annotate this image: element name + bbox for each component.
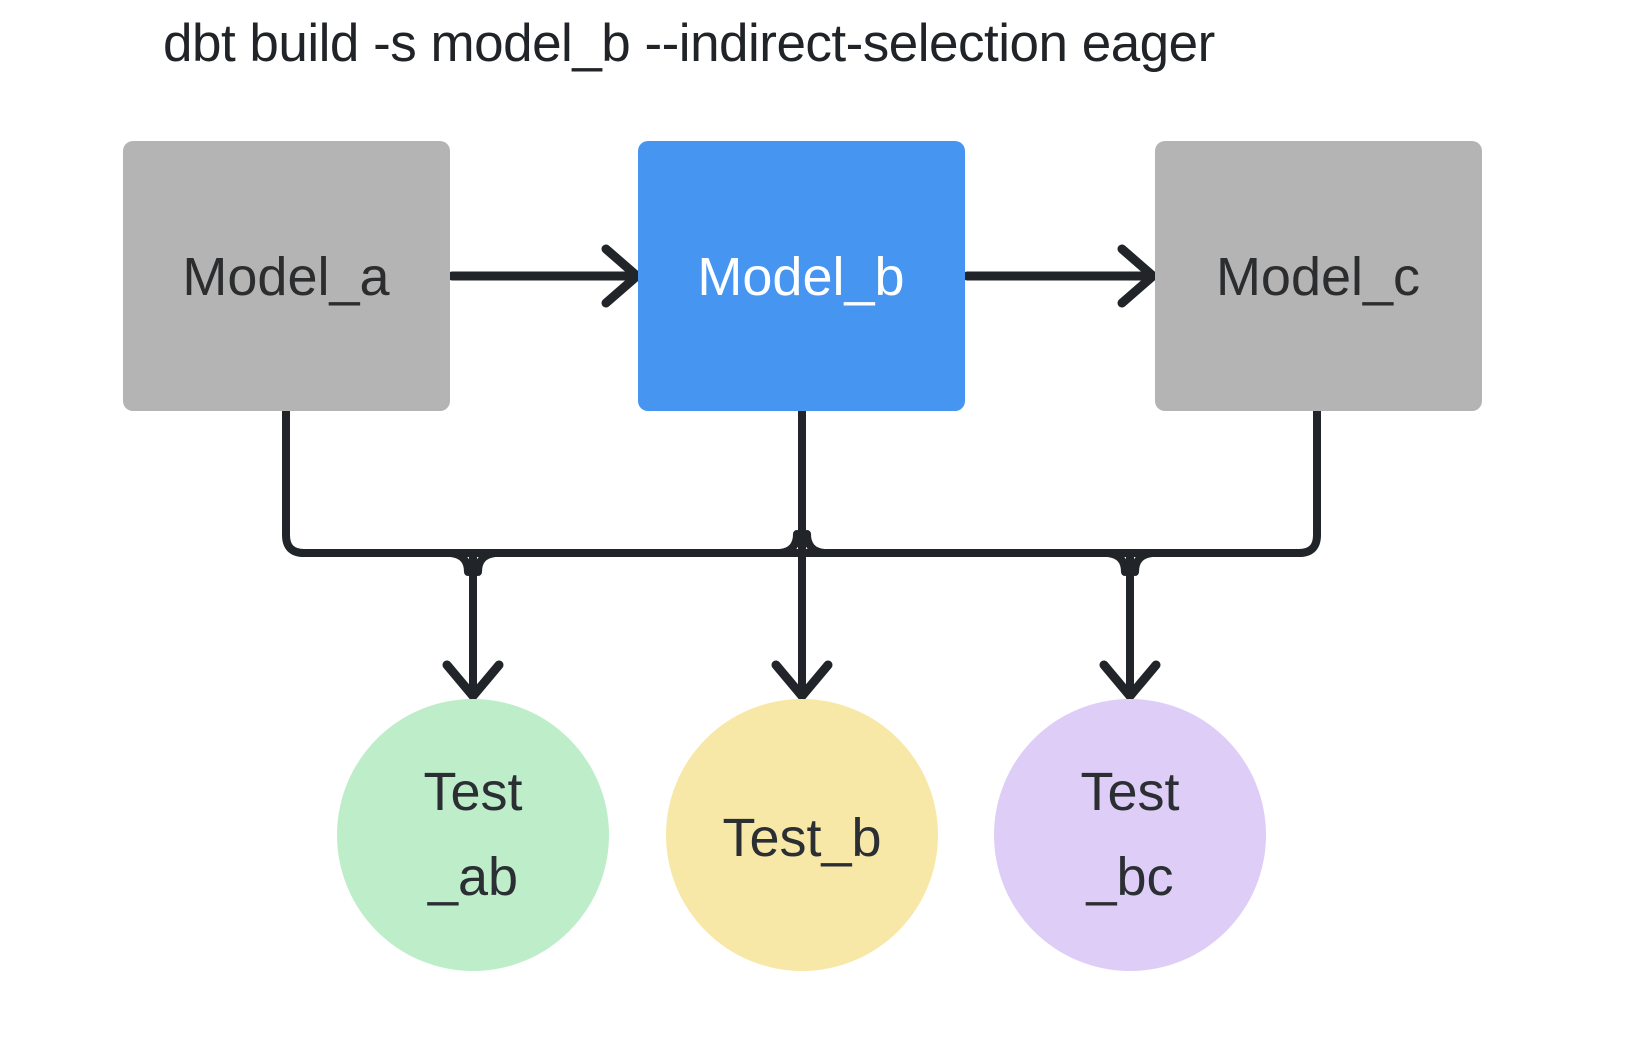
- junction-test-bc: [1104, 549, 1156, 576]
- arrowhead-down-test-b: [771, 660, 833, 701]
- junction-test-ab: [447, 549, 499, 576]
- node-test-b: Test_b: [666, 699, 938, 971]
- model-c-box: [1155, 141, 1482, 411]
- arrowhead-down-test-bc: [1099, 660, 1161, 701]
- arrowhead-right: [1117, 244, 1158, 308]
- node-model-c: Model_c: [1155, 141, 1482, 411]
- node-model-a: Model_a: [123, 141, 450, 411]
- test-ab-circle: [337, 699, 609, 971]
- test-b-label: Test_b: [722, 808, 881, 868]
- model-c-label: Model_c: [1216, 247, 1420, 307]
- model-b-box: [638, 141, 965, 411]
- edge-model-a-drop: [282, 407, 308, 557]
- edge-model-b-to-model-c: [962, 244, 1158, 308]
- test-bc-circle: [994, 699, 1266, 971]
- test-bc-label-line1: Test: [1080, 762, 1179, 822]
- edge-model-c-drop: [1295, 407, 1321, 557]
- arrowhead-right: [601, 244, 642, 308]
- model-b-label: Model_b: [697, 247, 904, 307]
- edge-model-a-to-model-b: [447, 244, 642, 308]
- model-a-label: Model_a: [182, 247, 390, 307]
- node-test-bc: Test _bc: [994, 699, 1266, 971]
- node-model-b-selected: Model_b: [638, 141, 965, 411]
- node-test-ab: Test _ab: [337, 699, 609, 971]
- test-bc-label-line2: _bc: [1085, 847, 1173, 907]
- diagram-title: dbt build -s model_b --indirect-selectio…: [163, 14, 1215, 73]
- arrowhead-down-test-ab: [442, 660, 504, 701]
- test-b-circle: [666, 699, 938, 971]
- junction-model-b: [776, 530, 828, 557]
- test-ab-label-line1: Test: [423, 762, 522, 822]
- model-a-box: [123, 141, 450, 411]
- connector-tree-models-to-tests: [282, 407, 1321, 701]
- test-ab-label-line2: _ab: [427, 847, 518, 907]
